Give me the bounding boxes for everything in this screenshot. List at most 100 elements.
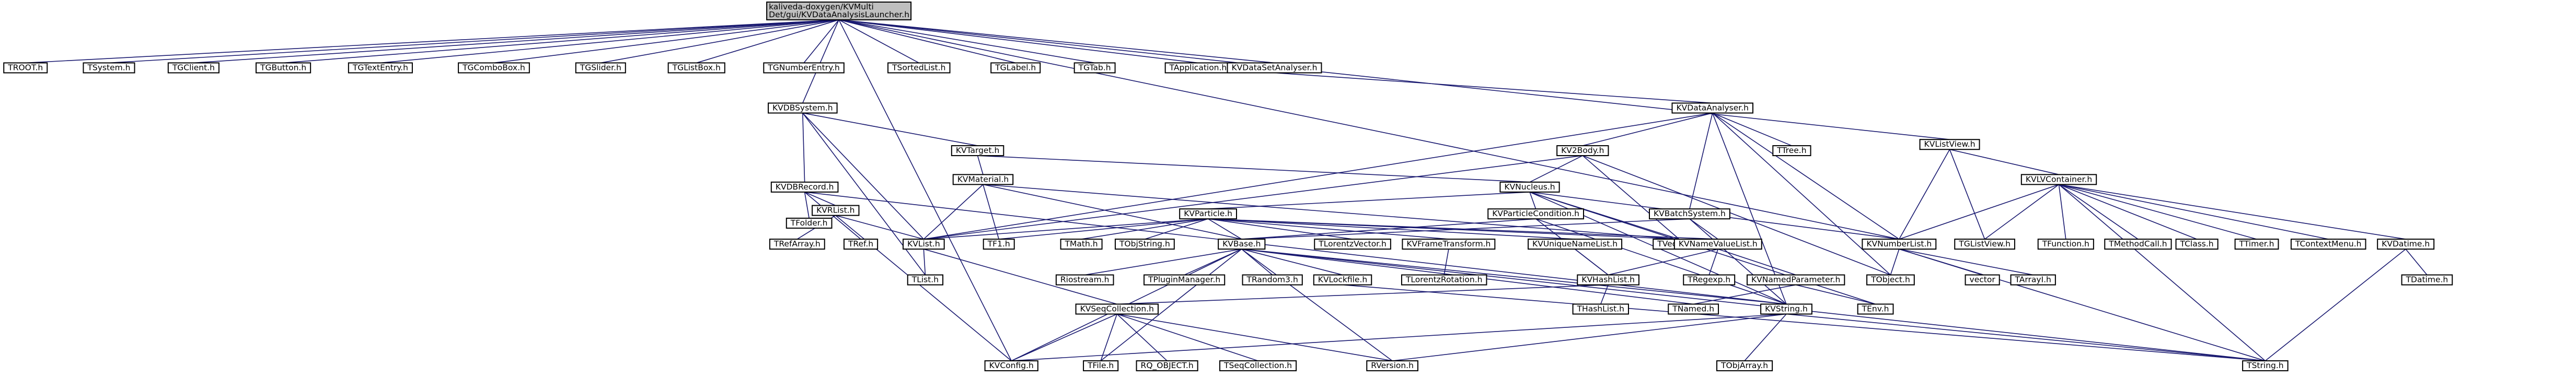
node-tgcombobox-h[interactable]: TGComboBox.h [458,62,530,74]
node-kvdatasetanalyser-h[interactable]: KVDataSetAnalyser.h [1227,62,1322,74]
edge-kvdataanalysislauncher-h-to-tgnumberentry-h [803,19,839,63]
node-kvlvcontainer-h[interactable]: KVLVContainer.h [2020,174,2097,185]
edge-kvtarget-h-to-kvmaterial-h [977,155,984,175]
edge-kvdataanalysislauncher-h-to-tgcombobox-h [493,19,839,64]
node-riostream-h[interactable]: Riostream.h [1055,274,1114,286]
node-tobject-h[interactable]: TObject.h [1866,274,1915,286]
node-tfolder-h[interactable]: TFolder.h [785,217,833,229]
node-box [1649,208,1730,220]
node-trefarray-h[interactable]: TRefArray.h [769,239,825,250]
node-ttree-h[interactable]: TTree.h [1772,145,1811,157]
node-tglistbox-h[interactable]: TGListBox.h [667,62,725,74]
node-kvparticle-h[interactable]: KVParticle.h [1179,208,1237,220]
node-tref-h[interactable]: TRef.h [843,239,879,250]
node-box [2401,274,2453,286]
node-box [575,62,626,74]
node-tsortedlist-h[interactable]: TSortedList.h [887,62,951,74]
node-tgslider-h[interactable]: TGSlider.h [575,62,626,74]
node-tlist-h[interactable]: TList.h [907,274,944,286]
node-tsystem-h[interactable]: TSystem.h [83,62,135,74]
node-tf1-h[interactable]: TF1.h [983,239,1015,250]
node-kvstring-h[interactable]: KVString.h [1760,303,1812,315]
node-kvlockfile-h[interactable]: KVLockfile.h [1313,274,1372,286]
node-tapplication-h[interactable]: TApplication.h [1164,62,1232,74]
node-tgbutton-h[interactable]: TGButton.h [256,62,311,74]
node-kvhashlist-h[interactable]: KVHashList.h [1577,274,1639,286]
node-tfile-h[interactable]: TFile.h [1083,360,1119,372]
edge-kvlvcontainer-h-to-tclass-h [2059,184,2197,240]
node-tgtab-h[interactable]: TGTab.h [1073,62,1116,74]
node-tclass-h[interactable]: TClass.h [2175,239,2219,250]
node-box [3,62,48,74]
node-label: TGButton.h [260,63,306,72]
node-kvdbsystem-h[interactable]: KVDBSystem.h [768,102,838,114]
node-tgtextentry-h[interactable]: TGTextEntry.h [348,62,413,74]
node-tobjstring-h[interactable]: TObjString.h [1114,239,1175,250]
node-tmath-h[interactable]: TMath.h [1060,239,1103,250]
node-kvdatime-h[interactable]: KVDatime.h [2377,239,2435,250]
node-kvdataanalyser-h[interactable]: KVDataAnalyser.h [1671,102,1754,114]
node-tglabel-h[interactable]: TGLabel.h [990,62,1041,74]
node-kvframetransform-h[interactable]: KVFrameTransform.h [1402,239,1496,250]
node-label: TString.h [2246,361,2283,370]
node-box [2010,274,2056,286]
node-kvlistview-h[interactable]: KVListView.h [1919,139,1980,150]
node-ttimer-h[interactable]: TTimer.h [2234,239,2279,250]
node-tmethodcall-h[interactable]: TMethodCall.h [2104,239,2172,250]
node-kvdbrecord-h[interactable]: KVDBRecord.h [770,181,839,193]
node-box [2037,239,2094,250]
node-kvnamedparameter-h[interactable]: KVNamedParameter.h [1747,274,1845,286]
node-tregexp-h[interactable]: TRegexp.h [1683,274,1736,286]
node-box [1528,239,1623,250]
node-label: TObjString.h [1119,239,1170,249]
node-tlorentzvector-h[interactable]: TLorentzVector.h [1314,239,1391,250]
node-tglistview-h[interactable]: TGListView.h [1954,239,2015,250]
edge-kvrlist-h-to-kvlist-h [835,215,924,240]
node-kvparticlecondition-h[interactable]: KVParticleCondition.h [1487,208,1584,220]
node-kvseqcollection-h[interactable]: KVSeqCollection.h [1075,303,1159,315]
node-box [1919,139,1980,150]
node-box [1487,208,1584,220]
node-tstring-h[interactable]: TString.h [2242,360,2289,372]
node-kvconfig-h[interactable]: KVConfig.h [984,360,1038,372]
node-box [1747,274,1845,286]
node-thashlist-h[interactable]: THashList.h [1572,303,1629,315]
node-tcontextmenu-h[interactable]: TContextMenu.h [2290,239,2366,250]
node-tenv-h[interactable]: TEnv.h [1857,303,1894,315]
node-rq-object-h[interactable]: RQ_OBJECT.h [1136,360,1198,372]
node-kvmaterial-h[interactable]: KVMaterial.h [952,174,1014,185]
node-tobjarray-h[interactable]: TObjArray.h [1716,360,1773,372]
node-tarrayi-h[interactable]: TArrayI.h [2010,274,2056,286]
edge-kvlist-h-to-tlist-h [923,249,926,275]
node-tdatime-h[interactable]: TDatime.h [2401,274,2453,286]
node-kvnumberlist-h[interactable]: KVNumberList.h [1862,239,1937,250]
node-box [769,239,825,250]
node-tpluginmanager-h[interactable]: TPluginManager.h [1143,274,1226,286]
node-kvuniquenamelist-h[interactable]: KVUniqueNameList.h [1528,239,1623,250]
node-kvtarget-h[interactable]: KVTarget.h [951,145,1004,157]
node-troot-h[interactable]: TROOT.h [3,62,48,74]
node-tgnumberentry-h[interactable]: TGNumberEntry.h [763,62,845,74]
node-label: TTree.h [1776,146,1806,155]
node-kvbase-h[interactable]: KVBase.h [1218,239,1266,250]
node-tgclient-h[interactable]: TGClient.h [167,62,220,74]
node-kvrlist-h[interactable]: KVRList.h [812,205,860,216]
node-tlorentzrotation-h[interactable]: TLorentzRotation.h [1401,274,1487,286]
node-trandom3-h[interactable]: TRandom3.h [1242,274,1303,286]
edge-kvparticlecondition-h-to-kvbase-h [1241,218,1536,240]
node-rversion-h[interactable]: RVersion.h [1366,360,1418,372]
node-tfunction-h[interactable]: TFunction.h [2037,239,2094,250]
root-node[interactable]: kaliveda-doxygen/KVMultiDet/gui/KVDataAn… [766,1,912,20]
node-kvlist-h[interactable]: KVList.h [903,239,945,250]
node-box [1683,274,1736,286]
node-kvbatchsystem-h[interactable]: KVBatchSystem.h [1649,208,1730,220]
node-kvnamevaluelist-h[interactable]: KVNameValueList.h [1673,239,1762,250]
node-tnamed-h[interactable]: TNamed.h [1668,303,1719,315]
edge-kvdataanalysislauncher-h-to-kvdatasetanalyser-h [839,19,1275,64]
node-vector[interactable]: vector [1965,274,2000,286]
node-kvnucleus-h[interactable]: KVNucleus.h [1499,181,1560,193]
node-label: TSortedList.h [892,63,945,72]
root-path-line: kaliveda-doxygen/KVMulti [769,2,874,11]
node-kv2body-h[interactable]: KV2Body.h [1556,145,1609,157]
node-tseqcollection-h[interactable]: TSeqCollection.h [1219,360,1297,372]
